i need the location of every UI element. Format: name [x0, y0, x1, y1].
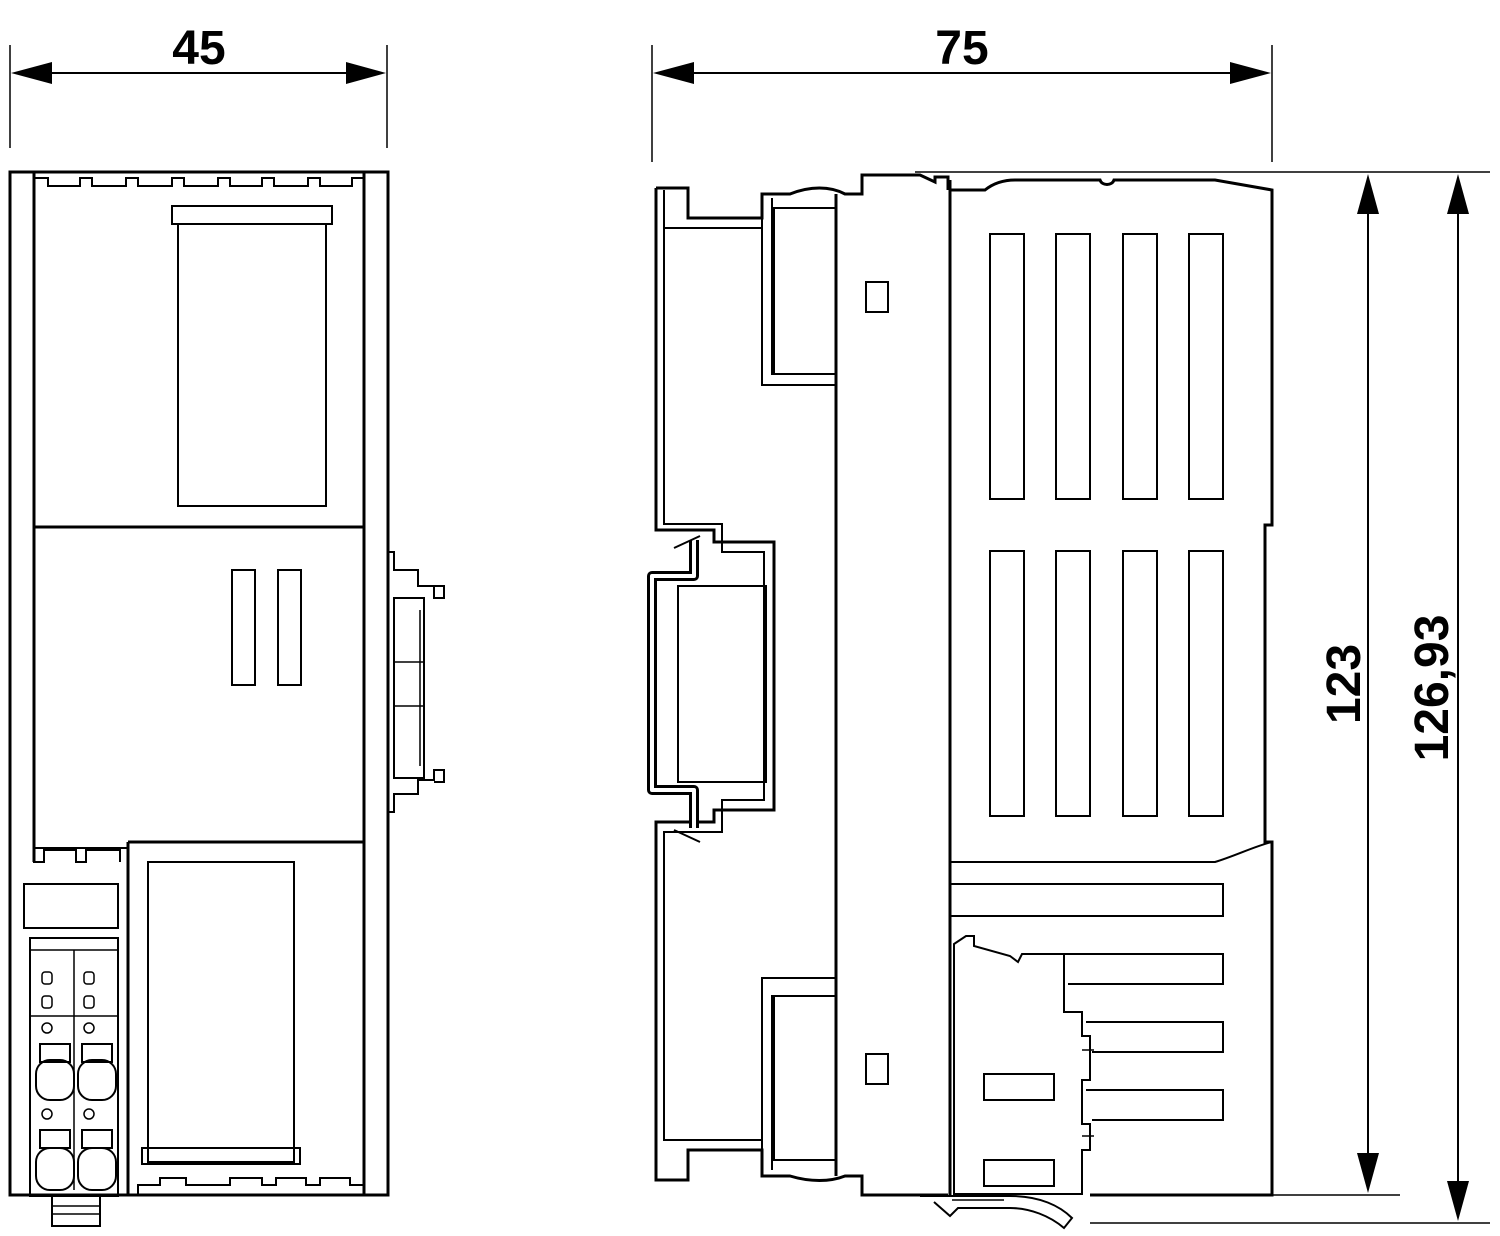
- dimension-front-width: 45: [9, 22, 388, 148]
- dimension-label-front-width: 45: [172, 22, 225, 75]
- dimension-label-height-housing: 123: [1318, 644, 1371, 724]
- dimension-side-depth: 75: [651, 22, 1273, 162]
- dimension-height: 123 126,93: [915, 171, 1490, 1224]
- front-view: [8, 170, 445, 1227]
- dimension-label-side-depth: 75: [935, 22, 988, 75]
- dimension-label-height-total: 126,93: [1406, 615, 1459, 762]
- side-view: [647, 173, 1274, 1230]
